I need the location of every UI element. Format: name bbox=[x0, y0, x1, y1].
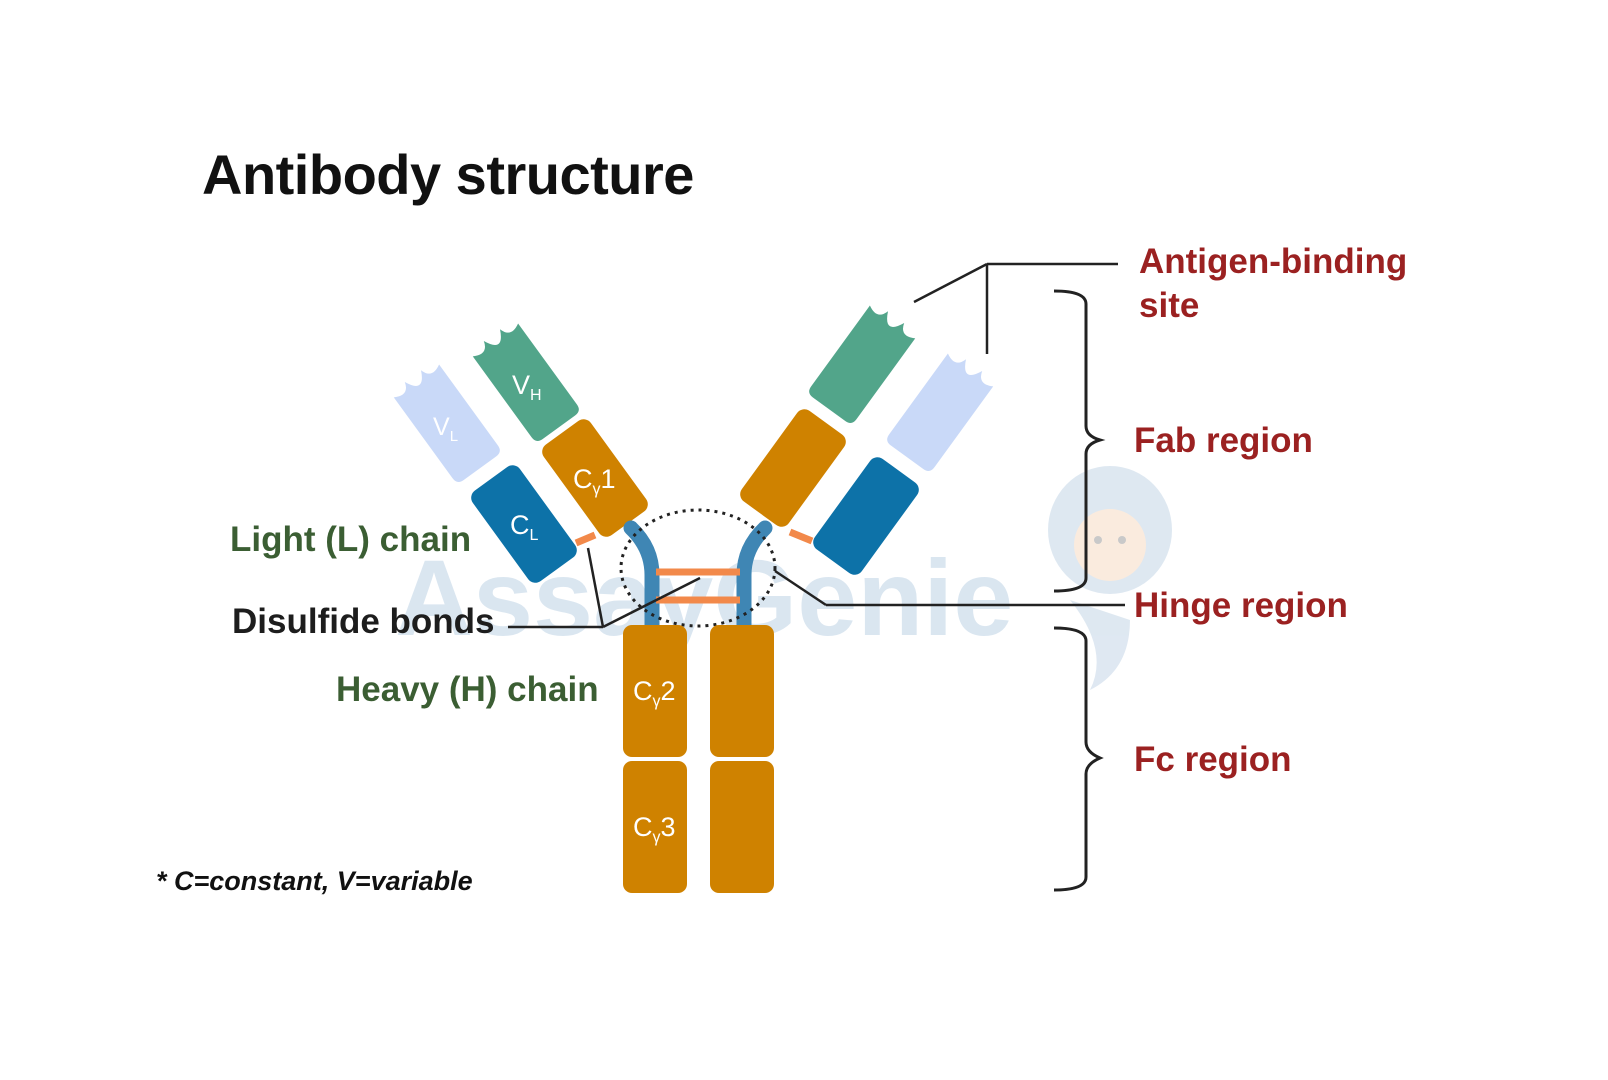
antigen-leader-diagonal bbox=[913, 262, 988, 304]
light-chain-label: Light (L) chain bbox=[230, 520, 472, 559]
vh-domain-left: VH bbox=[469, 318, 582, 444]
cl-label: CL bbox=[510, 510, 539, 544]
cg3-label: Cγ3 bbox=[633, 812, 676, 846]
vh-label: VH bbox=[512, 370, 542, 404]
fab-region-brace bbox=[1053, 289, 1106, 593]
cg1-domain-right bbox=[740, 409, 846, 527]
cg3-domain-right bbox=[710, 761, 774, 893]
hinge-region-label: Hinge region bbox=[1134, 586, 1348, 625]
fab-region-label: Fab region bbox=[1134, 421, 1313, 460]
vl-domain-right bbox=[884, 348, 997, 474]
vl-label: VL bbox=[433, 413, 458, 445]
antigen-binding-site-label-line1: Antigen-binding bbox=[1139, 242, 1408, 281]
heavy-chain-label: Heavy (H) chain bbox=[336, 670, 599, 709]
cg1-domain-left: Cγ1 bbox=[542, 419, 648, 537]
vl-domain-left: VL bbox=[390, 359, 503, 485]
cg3-domain-left: Cγ3 bbox=[623, 761, 687, 893]
page-title: Antibody structure bbox=[202, 143, 694, 206]
footnote: * C=constant, V=variable bbox=[156, 866, 473, 896]
fc-region-brace bbox=[1053, 626, 1104, 892]
disulfide-bond-right-lc bbox=[788, 528, 814, 545]
cg2-label: Cγ2 bbox=[633, 676, 676, 710]
disulfide-bond-left-lc bbox=[574, 531, 597, 547]
cl-domain-left: CL bbox=[471, 465, 577, 583]
hinge-highlight-circle bbox=[619, 508, 777, 628]
antigen-binding-site-label-line2: site bbox=[1139, 286, 1200, 325]
fc-region-label: Fc region bbox=[1134, 740, 1292, 779]
hinge-left bbox=[623, 520, 660, 633]
disulfide-bonds-label: Disulfide bonds bbox=[232, 602, 495, 641]
hinge-right bbox=[736, 520, 773, 633]
cg2-domain-left: Cγ2 bbox=[623, 625, 687, 757]
genie-logo bbox=[1048, 466, 1172, 690]
cg1-label: Cγ1 bbox=[573, 464, 616, 498]
cg2-domain-right bbox=[710, 625, 774, 757]
disulfide-leader-to-lc bbox=[586, 547, 605, 628]
vh-domain-right bbox=[806, 300, 919, 426]
cl-domain-right bbox=[813, 457, 919, 575]
hinge-leader-diagonal bbox=[774, 569, 827, 607]
disulfide-leader-to-hinge bbox=[602, 576, 701, 629]
